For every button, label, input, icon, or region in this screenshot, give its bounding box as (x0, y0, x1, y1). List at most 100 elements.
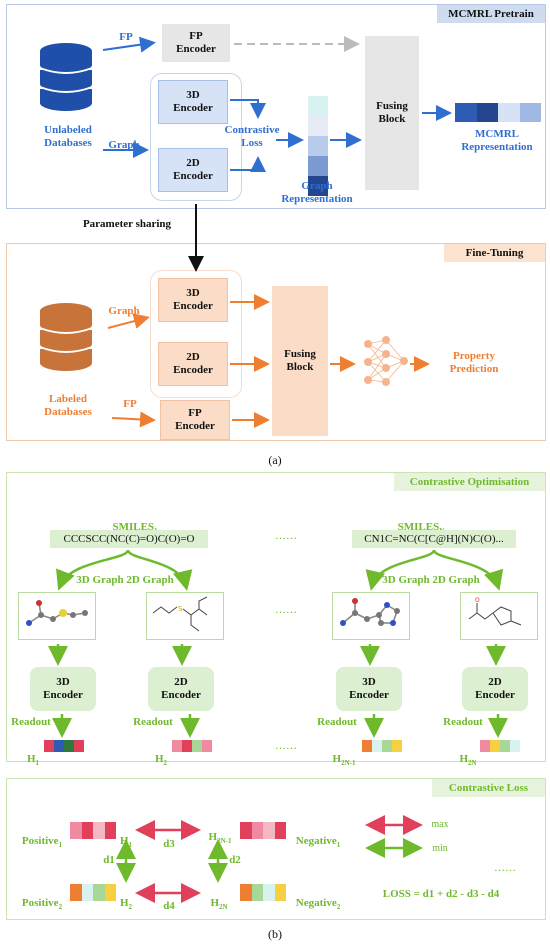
unlabeled-databases-label: Unlabeled Databases (44, 124, 92, 149)
loss-h2n-label: H2N (204, 884, 234, 914)
smiles-n-value: CN1C=NC(C[C@H](N)C(O)... (352, 530, 516, 548)
property-prediction-label: Property Prediction (449, 350, 499, 375)
unlabeled-database-icon (39, 43, 93, 111)
labeled-databases-label: Labeled Databases (44, 393, 92, 418)
readout-label-3: Readout (317, 716, 357, 728)
finetune-tag: Fine-Tuning (444, 244, 545, 262)
d4-label: d4 (163, 900, 175, 912)
pretrain-2d-encoder: 2D Encoder (158, 148, 228, 192)
smiles-1-value: CCCSCC(NC(C)=O)C(O)=O (50, 530, 208, 548)
molecule-3d-right (332, 592, 410, 640)
ft-fp-arrow-label: FP (123, 398, 137, 410)
opt-encoder-1: 3D Encoder (30, 667, 96, 711)
loss-formula: LOSS = d1 + d2 - d3 - d4 (382, 888, 500, 900)
d2-label: d2 (229, 854, 241, 866)
negative-1-label: Negative1 (286, 822, 350, 852)
h1-text: H (26, 753, 36, 765)
loss-ellipsis: …… (494, 862, 516, 874)
h2-vector (172, 740, 212, 752)
finetune-panel (6, 243, 546, 441)
contrastive-loss-label: Contrastive Loss (224, 124, 280, 149)
h1-sub: 1 (35, 759, 40, 768)
positive-2-text: Positive (21, 897, 59, 909)
loss-h1-label: H1 (116, 822, 136, 852)
loss-tag: Contrastive Loss (432, 779, 545, 797)
max-label: max (431, 819, 449, 830)
loss-h2n1-sub: 2N-1 (217, 837, 232, 846)
pretrain-tag: MCMRL Pretrain (437, 5, 545, 23)
ft-fusing-block: Fusing Block (272, 286, 328, 436)
molecule-2d-left: S (146, 592, 224, 640)
negative-1-vector (240, 822, 286, 839)
skeletal-molecule-icon: O (468, 597, 522, 626)
graph-split-left-label: 3D Graph 2D Graph (76, 574, 174, 586)
loss-h2-sub: 2 (128, 903, 133, 912)
loss-h2-label: H2 (116, 884, 136, 914)
loss-h2n1-text: H (208, 831, 218, 843)
graph-representation-label: Graph Representation (281, 180, 353, 205)
ellipsis-mid: …… (275, 604, 297, 616)
positive-1-text: Positive (21, 835, 59, 847)
h1-vector (44, 740, 84, 752)
fp-arrow-label: FP (119, 31, 133, 43)
opt-encoder-4: 2D Encoder (462, 667, 528, 711)
negative-2-text: Negative (295, 897, 337, 909)
loss-h2n1-label: H2N-1 (202, 818, 238, 848)
h2n1-label: H2N-1 (326, 740, 362, 770)
negative-1-text: Negative (295, 835, 337, 847)
h2n1-sub: 2N-1 (341, 759, 356, 768)
neural-network-icon (364, 336, 408, 386)
h2n1-text: H (332, 753, 342, 765)
positive-2-sub: 2 (58, 903, 63, 912)
ft-fp-encoder: FP Encoder (160, 400, 230, 440)
ellipsis-top: …… (275, 530, 297, 542)
min-label: min (432, 843, 448, 854)
ft-2d-encoder: 2D Encoder (158, 342, 228, 386)
positive-1-label: Positive1 (12, 822, 72, 852)
mcmrl-representation-label: MCMRL Representation (461, 128, 533, 153)
negative-2-sub: 2 (336, 903, 341, 912)
svg-text:O: O (475, 597, 480, 604)
readout-label-4: Readout (443, 716, 483, 728)
molecule-3d-left (18, 592, 96, 640)
ball-stick-molecule-icon (340, 598, 400, 626)
h2n-text: H (459, 753, 468, 765)
readout-label-1: Readout (11, 716, 51, 728)
h2n1-vector (362, 740, 402, 752)
loss-h2-text: H (119, 897, 129, 909)
graph-representation-vector (308, 96, 328, 196)
opt-encoder-2: 2D Encoder (148, 667, 214, 711)
positive-2-vector (70, 884, 116, 901)
h1-label: H1 (22, 740, 44, 770)
pretrain-encoder-group (150, 73, 242, 201)
d3-label: d3 (163, 838, 175, 850)
negative-2-vector (240, 884, 286, 901)
h2n-label: H2N (456, 740, 480, 770)
h2-sub: 2 (163, 759, 168, 768)
ellipsis-bottom: …… (275, 740, 297, 752)
caption-b: (b) (268, 927, 282, 941)
positive-2-label: Positive2 (12, 884, 72, 914)
pretrain-fusing-block: Fusing Block (365, 36, 419, 190)
svg-text:S: S (178, 605, 183, 613)
opt-encoder-3: 3D Encoder (336, 667, 402, 711)
optimisation-tag: Contrastive Optimisation (394, 473, 545, 491)
panel-a-arrows (102, 36, 452, 428)
loss-h1-sub: 1 (128, 841, 133, 850)
loss-h2n-sub: 2N (219, 903, 228, 912)
parameter-sharing-label: Parameter sharing (82, 218, 172, 230)
ft-graph-arrow-label: Graph (108, 305, 140, 317)
labeled-database-icon (39, 303, 93, 371)
negative-2-label: Negative2 (286, 884, 350, 914)
positive-1-sub: 1 (58, 841, 63, 850)
loss-h2n-text: H (210, 897, 219, 909)
h2-label: H2 (150, 740, 172, 770)
pretrain-panel (6, 4, 546, 209)
readout-label-2: Readout (133, 716, 173, 728)
graph-arrow-label: Graph (108, 139, 140, 151)
h2n-vector (480, 740, 520, 752)
mcmrl-representation-vector (455, 103, 541, 122)
graph-split-right-label: 3D Graph 2D Graph (382, 574, 480, 586)
h2-text: H (154, 753, 164, 765)
loss-panel (6, 778, 546, 920)
